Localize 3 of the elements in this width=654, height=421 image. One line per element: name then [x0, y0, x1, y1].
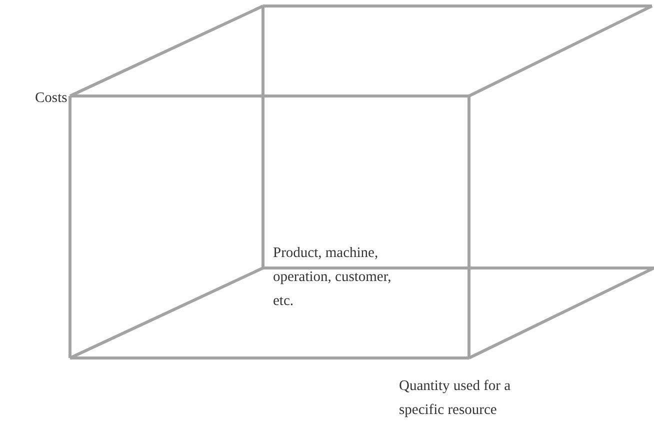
axis-label: Quantity used for a specific resource — [399, 377, 512, 420]
axis-label: Product, machine, operation, customer, etc. — [273, 244, 392, 311]
axis-label: Costs — [35, 89, 68, 108]
